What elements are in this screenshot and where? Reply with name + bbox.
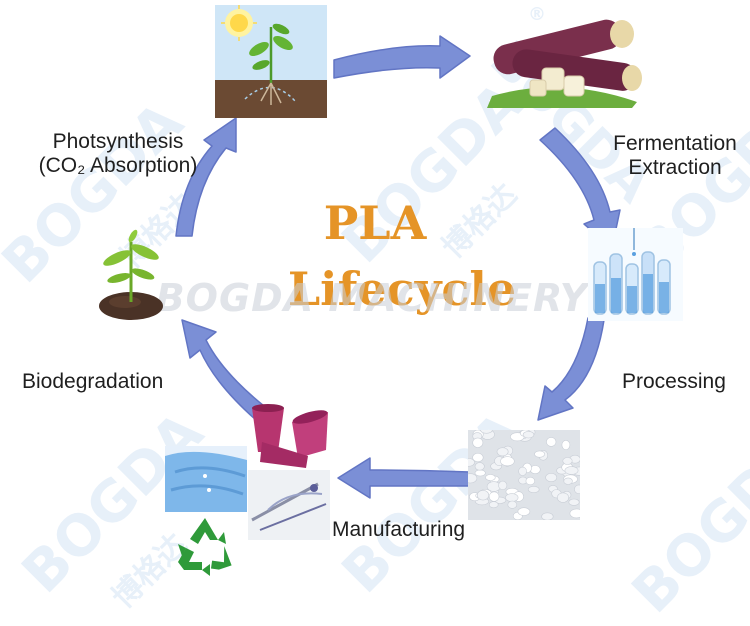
label-photosynthesis-line1: Photsynthesis — [52, 130, 184, 153]
pellet — [485, 474, 496, 481]
pellet — [507, 500, 518, 509]
label-fermentation-line1: Fermentation — [613, 132, 737, 155]
title-pla: PLA — [323, 196, 427, 250]
pellet — [525, 476, 535, 486]
pellet — [541, 512, 554, 520]
pellet — [488, 491, 500, 502]
pellet — [474, 469, 486, 477]
pellet — [517, 507, 531, 516]
lifecycle-diagram: BOGDA BOGDA BOGDA BOGDA BOGDA BOGDA BOGD… — [0, 4, 750, 626]
pellet — [545, 472, 558, 482]
title-lifecycle: Lifecycle — [287, 262, 517, 316]
pellet — [522, 431, 535, 439]
label-photosynthesis: Photsynthesis (CO₂ Absorption) — [18, 130, 218, 178]
pellet — [498, 480, 508, 491]
label-photosynthesis-line2: (CO₂ Absorption) — [38, 154, 198, 177]
pellet — [563, 477, 573, 485]
pellet — [500, 456, 515, 467]
pellet — [488, 501, 499, 509]
pellet — [564, 466, 579, 475]
clothing-image — [165, 446, 247, 512]
pellet — [468, 473, 478, 484]
arrow-processing-to-manufacturing — [537, 317, 605, 421]
pellet — [569, 508, 580, 519]
pla-pellets-image — [468, 430, 580, 520]
label-fermentation-line2: Extraction — [628, 156, 722, 179]
pellet — [472, 452, 484, 463]
pellet — [518, 466, 527, 476]
pellet — [546, 437, 557, 447]
pellet — [496, 447, 509, 457]
pellet — [561, 440, 571, 450]
lab-glassware-image — [588, 228, 683, 321]
medical-products-image — [248, 470, 330, 540]
arrow-biodegradation-to-photosynthesis-lower — [181, 319, 265, 421]
pellet — [562, 457, 573, 465]
pellet — [557, 492, 570, 503]
label-manufacturing: Manufacturing — [332, 518, 466, 541]
pellet — [534, 450, 545, 458]
pellet — [468, 458, 475, 467]
cups-image — [248, 402, 338, 470]
pellet — [568, 498, 580, 506]
pellet — [472, 437, 484, 448]
pellet — [527, 485, 540, 493]
arrow-biodegradation-to-photosynthesis-upper — [175, 117, 237, 237]
arrow-manufacturing-to-biodegradation — [337, 457, 471, 499]
pellet — [480, 430, 493, 434]
pellet — [474, 462, 485, 471]
pellet — [476, 489, 490, 501]
sprout-image — [95, 222, 165, 322]
photosynthesis-image — [215, 5, 327, 118]
watermark-center-text: BOGDA MACHINERY — [155, 276, 589, 320]
sugarcane-image — [482, 6, 642, 108]
pellet — [574, 484, 580, 494]
label-biodegradation: Biodegradation — [22, 370, 164, 393]
label-fermentation: Fermentation Extraction — [600, 132, 750, 180]
recycle-icon — [172, 512, 238, 578]
arrow-photo-to-fermentation — [333, 35, 471, 79]
label-processing: Processing — [622, 370, 726, 393]
pellet — [505, 493, 519, 502]
